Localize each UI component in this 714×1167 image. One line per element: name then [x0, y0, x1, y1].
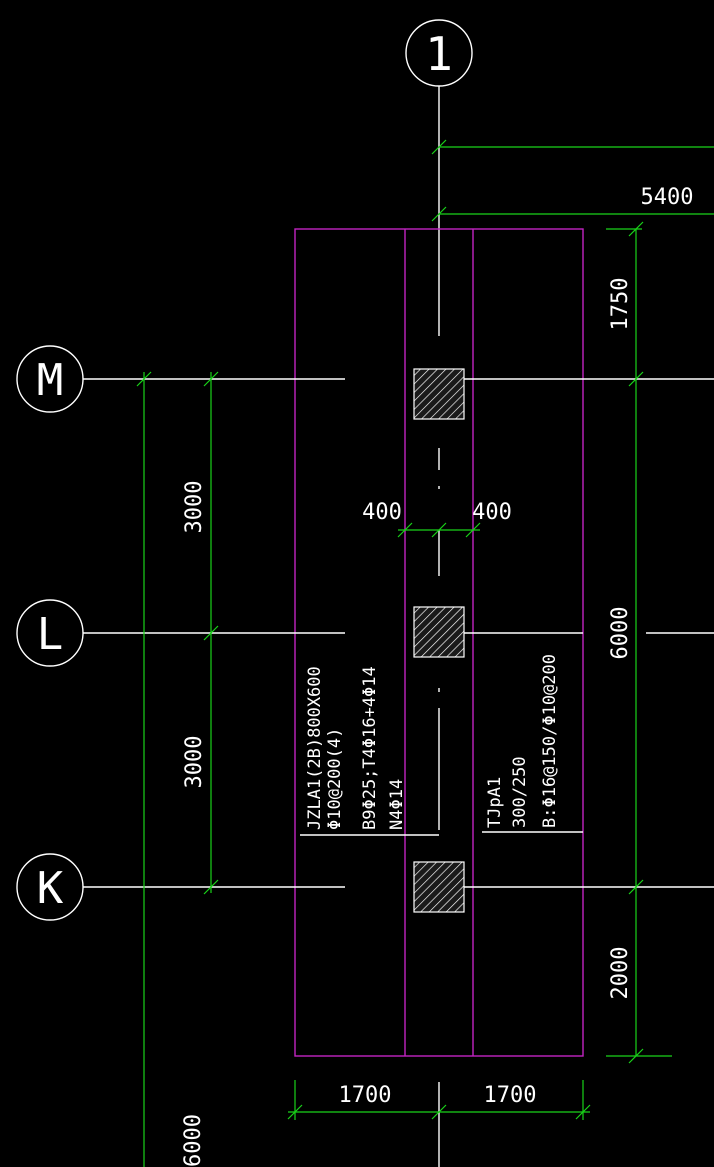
dimension-right-chain: 1750 6000 2000 — [606, 221, 672, 1064]
footing-annotation-line2: 300/250 — [510, 756, 530, 828]
dimension-3000-lower: 3000 — [182, 736, 207, 789]
beam-annotation-line2: Φ10@200(4) — [325, 728, 345, 830]
dimension-2000: 2000 — [608, 947, 633, 1000]
dimension-400-left: 400 — [362, 500, 402, 525]
footing-annotation-line1: TJpA1 — [485, 777, 505, 828]
axis-k: K — [16, 853, 714, 921]
beam-annotation-line1: JZLA1(2B)800X600 — [305, 666, 325, 830]
footing-outline[interactable] — [294, 228, 584, 1057]
beam-annotation[interactable]: JZLA1(2B)800X600 Φ10@200(4) B9Φ25;T4Φ16+… — [300, 666, 439, 836]
dimension-left-chain: 3000 3000 6000 — [136, 371, 219, 1167]
column-m[interactable] — [413, 368, 465, 420]
dimension-1700-left: 1700 — [339, 1083, 392, 1108]
beam-annotation-line3: B9Φ25;T4Φ16+4Φ14 — [360, 666, 380, 830]
dimension-6000-right: 6000 — [608, 607, 633, 660]
axis-label-1: 1 — [425, 27, 453, 81]
dimension-top-span: 5400 — [431, 139, 714, 222]
dimension-400-right: 400 — [472, 500, 512, 525]
axis-l: L — [16, 599, 714, 667]
footing-annotation-line3: B:Φ16@150/Φ10@200 — [540, 654, 560, 828]
beam-annotation-line4: N4Φ14 — [387, 779, 407, 830]
axis-1: 1 — [405, 19, 473, 1167]
axis-label-k: K — [37, 863, 64, 914]
axis-label-m: M — [37, 355, 64, 406]
dimension-column-width: 400 400 — [362, 500, 512, 538]
column-k[interactable] — [413, 861, 465, 913]
dimension-1700-right: 1700 — [484, 1083, 537, 1108]
dimension-3000-upper: 3000 — [182, 481, 207, 534]
dimension-1750: 1750 — [608, 278, 633, 331]
column-l[interactable] — [413, 606, 465, 658]
axis-label-l: L — [37, 609, 64, 660]
axis-m: M — [16, 345, 714, 413]
dimension-bottom: 1700 1700 — [287, 1080, 591, 1120]
dimension-6000-left: 6000 — [181, 1114, 206, 1167]
dimension-5400: 5400 — [641, 185, 694, 210]
footing-annotation[interactable]: TJpA1 300/250 B:Φ16@150/Φ10@200 — [482, 654, 583, 833]
